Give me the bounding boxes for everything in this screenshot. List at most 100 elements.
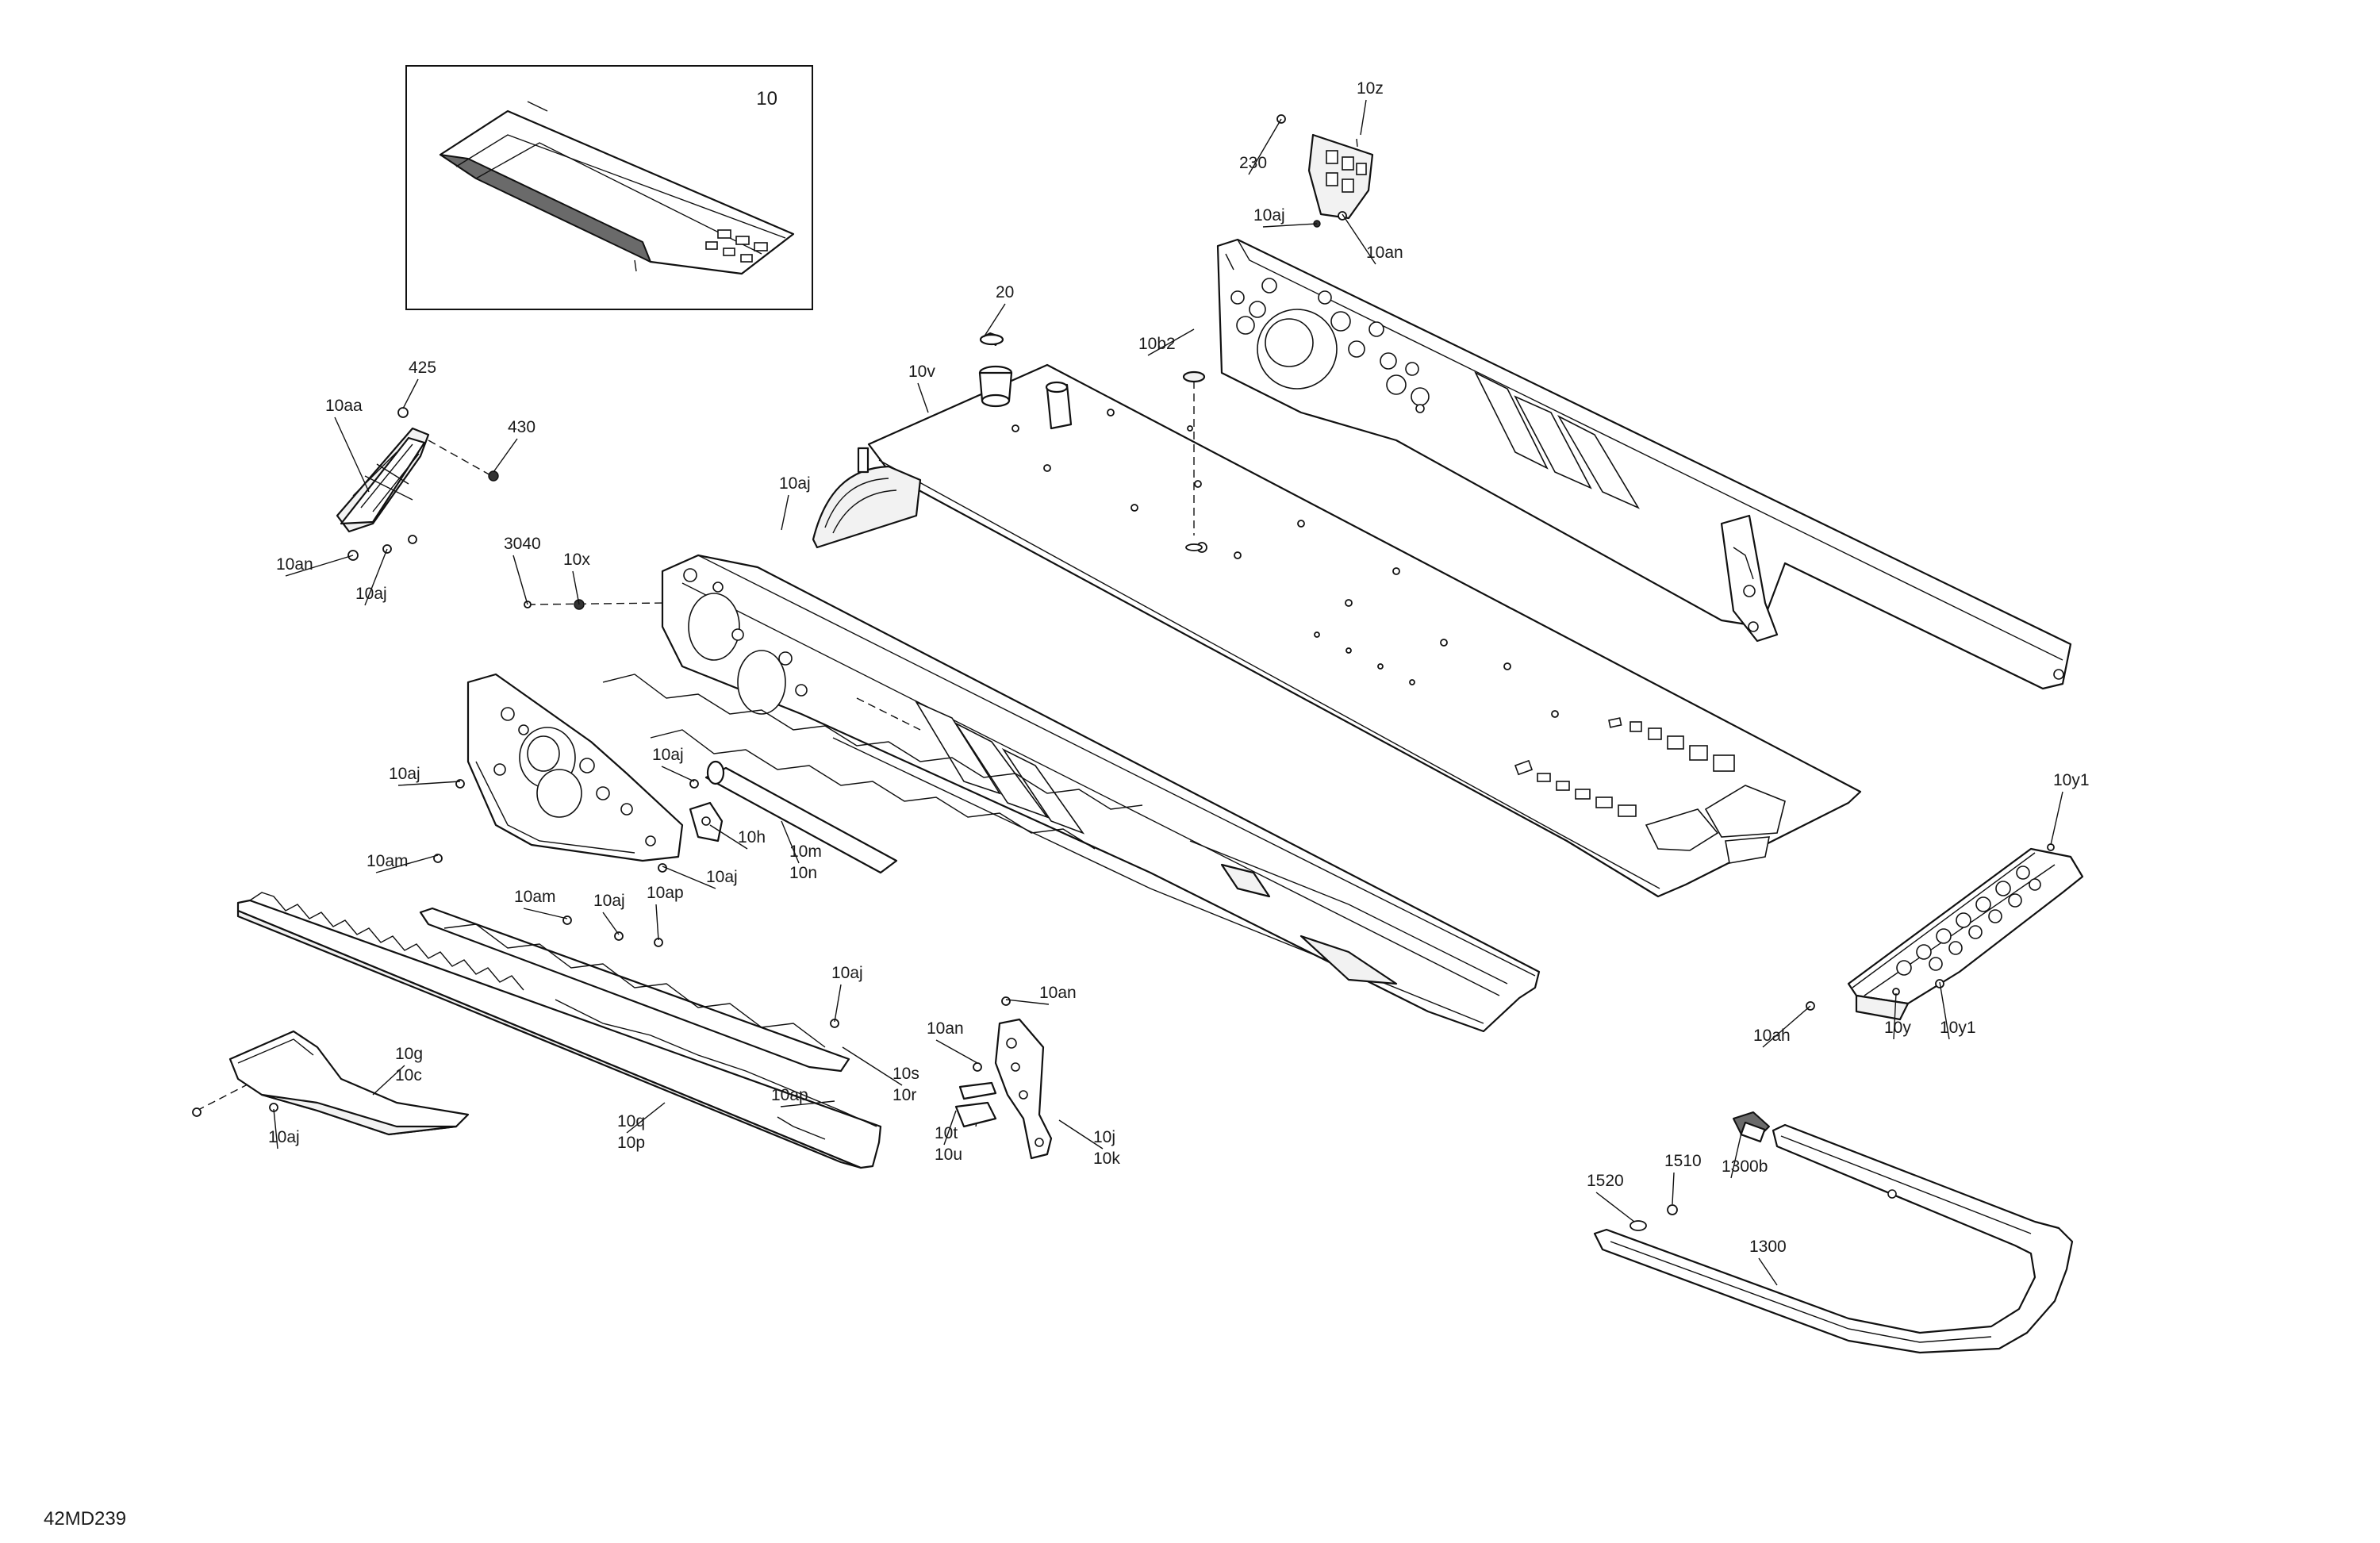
footrest-10g	[192, 1030, 470, 1136]
callout-label: 10aa	[325, 397, 363, 415]
inset-tunnel-thumbnail	[439, 101, 795, 275]
callout-leader	[834, 984, 842, 1023]
callout-leader	[626, 1102, 666, 1134]
callout-leader	[1248, 118, 1282, 175]
support-10ap	[419, 779, 850, 1073]
running-board-cleats	[602, 674, 1143, 850]
callout-label: 10q	[617, 1112, 645, 1130]
rear-plate-10y	[1806, 843, 2084, 1021]
callout-leader	[1672, 1172, 1675, 1205]
callout-label: 10p	[617, 1134, 645, 1152]
callout-leader	[334, 416, 370, 493]
bracket-10h	[689, 801, 724, 843]
callout-label: 1510	[1664, 1152, 1702, 1170]
callout-label: 10y1	[1940, 1019, 1976, 1037]
callout-label: 10v	[908, 363, 935, 381]
tunnel-top-plate	[867, 363, 1862, 898]
callout-leader	[1005, 999, 1050, 1005]
callout-label: 10u	[935, 1146, 962, 1164]
callout-label: 3040	[504, 535, 541, 553]
callout-label: 10n	[789, 864, 817, 882]
callout-label: 10y	[1884, 1019, 1911, 1037]
callout-label: 1300b	[1722, 1157, 1768, 1176]
callout-leader	[1730, 1132, 1742, 1179]
callout-leader	[1939, 981, 1950, 1040]
callout-leader	[780, 1100, 835, 1107]
cross-tube-10m	[704, 760, 898, 874]
guard-10z	[1276, 114, 1374, 228]
callout-leader	[983, 303, 1006, 338]
callout-label: 10aj	[1253, 206, 1285, 225]
callout-leader	[493, 438, 518, 473]
running-board-10q	[236, 892, 882, 1169]
right-tunnel-rail	[1216, 238, 2072, 690]
callout-label: 10aj	[779, 474, 811, 493]
callout-labels: 10z 230 10aj 10an 10b2 20 10v 425 10aa 430 10aj 10a…	[268, 79, 2090, 1286]
callout-leader	[917, 382, 929, 413]
callout-leader	[285, 555, 354, 577]
callout-leader	[375, 854, 439, 873]
callout-leader	[364, 548, 388, 606]
callout-label: 10c	[395, 1066, 422, 1084]
inset-box: 10	[405, 65, 813, 310]
callout-label: 10aj	[831, 964, 863, 982]
callout-label: 10ah	[1753, 1027, 1791, 1045]
filler-neck	[978, 332, 1073, 430]
callout-label: 10m	[789, 843, 822, 861]
callout-label: 425	[409, 359, 436, 377]
callout-label: 10b2	[1138, 335, 1176, 353]
callout-leader	[1893, 992, 1897, 1040]
inset-label: 10	[756, 88, 777, 109]
callout-label: 20	[996, 283, 1014, 301]
callout-leader	[572, 570, 580, 605]
callout-leader	[661, 766, 695, 782]
inset-frame	[405, 65, 813, 310]
callout-label: 10x	[563, 551, 590, 569]
callout-leader	[655, 904, 659, 941]
callout-leader	[602, 912, 620, 935]
callout-leader	[2050, 791, 2063, 846]
assembly-lines	[196, 138, 1359, 1127]
callout-leader	[273, 1108, 278, 1150]
callout-label: 10z	[1357, 79, 1384, 98]
callout-leader	[781, 820, 800, 864]
callout-leader	[1262, 223, 1318, 228]
callout-leader	[943, 1110, 957, 1146]
callout-label: 230	[1239, 154, 1267, 172]
callout-label: 10y1	[2053, 771, 2090, 789]
diagram-code: 42MD239	[44, 1508, 126, 1530]
callout-leader	[397, 781, 461, 786]
callout-label: 10aj	[389, 765, 420, 783]
callout-leader	[1342, 213, 1376, 265]
callout-leader	[523, 908, 568, 919]
left-gusset-plate	[466, 673, 684, 862]
callout-label: 10an	[276, 555, 313, 574]
callout-label: 10aj	[652, 746, 684, 764]
guard-10aa-hatch	[352, 443, 420, 512]
callout-label: 10k	[1093, 1150, 1120, 1168]
guard-10aa	[336, 407, 499, 561]
callout-label: 1520	[1587, 1172, 1624, 1190]
tunnel-left-wall	[661, 554, 1541, 1033]
callout-label: 430	[508, 418, 536, 436]
callout-leader	[1595, 1192, 1635, 1223]
callout-label: 10aj	[593, 892, 625, 910]
callout-leader	[781, 494, 789, 531]
callout-leader	[842, 1046, 903, 1086]
callout-leader	[1147, 328, 1195, 356]
callout-label: 10s	[892, 1065, 919, 1083]
callout-label: 10h	[738, 828, 766, 846]
callout-label: 10ap	[771, 1086, 808, 1104]
callout-label: 10r	[892, 1086, 916, 1104]
rear-bumper-1300	[1593, 1111, 2074, 1354]
callout-label: 10j	[1093, 1128, 1115, 1146]
callout-leader	[935, 1039, 978, 1064]
callout-label: 10aj	[355, 585, 387, 603]
front-bulkhead	[812, 447, 922, 549]
callout-label: 10g	[395, 1045, 423, 1063]
callout-leader	[662, 866, 716, 889]
callout-leader	[402, 378, 419, 409]
callout-leader	[1058, 1119, 1104, 1150]
callout-leader	[512, 555, 528, 605]
